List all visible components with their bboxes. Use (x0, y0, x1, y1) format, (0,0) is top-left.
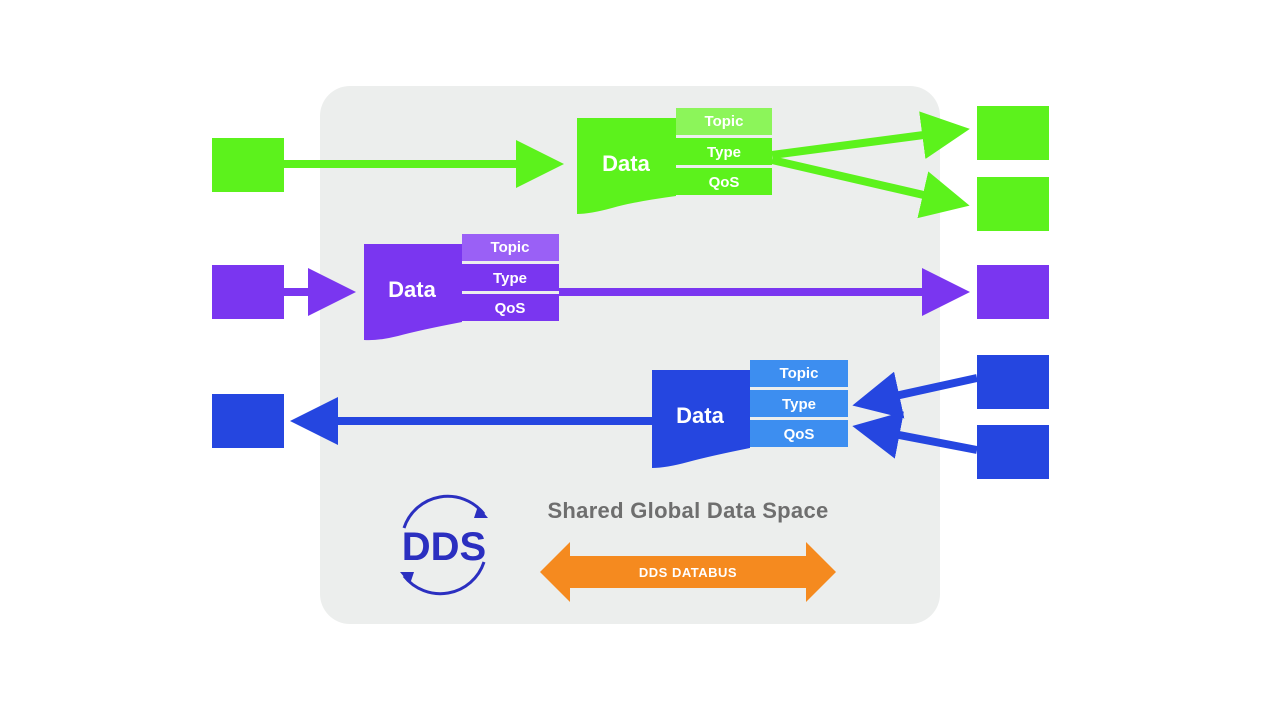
blue-topic-label: Topic (780, 365, 819, 382)
green-topic-label: Topic (705, 113, 744, 130)
blue-topic-field (750, 360, 848, 387)
green-subscriber-node-2 (977, 177, 1049, 231)
green-publisher-node (212, 138, 284, 192)
shared-space-title: Shared Global Data Space (547, 498, 828, 523)
green-data-label: Data (602, 151, 650, 176)
purple-qos-field (462, 294, 559, 321)
green-subscriber-node-1 (977, 106, 1049, 160)
logo-arc-top-arrow (474, 506, 488, 518)
blue-qos-field (750, 420, 848, 447)
blue-publish-arrow-1 (852, 371, 978, 419)
purple-qos-label: QoS (495, 300, 526, 317)
blue-data-label: Data (676, 403, 724, 428)
dds-logo-text: DDS (402, 525, 486, 569)
purple-topic-label: Topic (491, 239, 530, 256)
purple-type-label: Type (493, 270, 527, 287)
green-type-field (676, 138, 772, 165)
blue-type-field (750, 390, 848, 417)
dds-logo: DDS (400, 494, 488, 596)
blue-qos-label: QoS (784, 426, 815, 443)
purple-subscriber-node (977, 265, 1049, 319)
blue-publisher-node-1 (977, 355, 1049, 409)
purple-data-sample (364, 244, 462, 341)
green-qos-field (676, 168, 772, 195)
blue-publish-arrow-2 (852, 411, 978, 459)
logo-arc-bottom-arrow (400, 572, 414, 584)
purple-type-field (462, 264, 559, 291)
blue-data-sample (652, 370, 750, 468)
databus-arrow (540, 542, 836, 602)
logo-arc-top (402, 494, 486, 529)
shared-data-space (320, 86, 940, 624)
green-subscribe-arrow-2 (771, 156, 970, 219)
green-qos-label: QoS (709, 174, 740, 191)
blue-type-label: Type (782, 396, 816, 413)
green-subscribe-arrow-1 (771, 111, 970, 159)
green-type-label: Type (707, 144, 741, 161)
green-topic-field (676, 108, 772, 135)
blue-subscriber-node (212, 394, 284, 448)
logo-arc-bottom (402, 561, 486, 596)
purple-data-label: Data (388, 277, 436, 302)
databus-label: DDS DATABUS (639, 565, 737, 580)
purple-publisher-node (212, 265, 284, 319)
green-data-sample (577, 118, 676, 214)
blue-publisher-node-2 (977, 425, 1049, 479)
purple-topic-field (462, 234, 559, 261)
